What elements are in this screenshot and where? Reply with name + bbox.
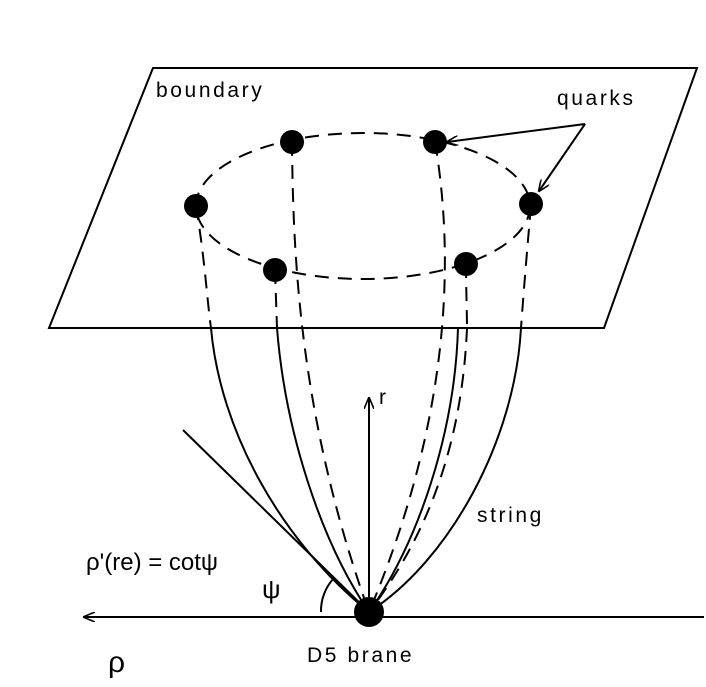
boundary-plane	[47, 67, 699, 329]
string-label: string	[477, 504, 544, 527]
string-inner-right	[368, 327, 459, 613]
hidden-strings	[195, 141, 532, 613]
rho-axis-label: ρ	[108, 646, 125, 679]
quarks-arrow-lower	[539, 123, 586, 191]
quark-dot	[184, 194, 208, 218]
dashed-string-back-right	[368, 141, 446, 613]
quarks	[184, 130, 543, 282]
condition-label: ρ'(re) = cotψ	[86, 549, 218, 576]
boundary-label: boundary	[156, 79, 264, 102]
d5-brane-dot	[354, 597, 384, 627]
dashed-string-right-under	[520, 205, 532, 329]
quarks-label: quarks	[557, 87, 636, 110]
tangent-line	[182, 429, 370, 613]
quark-dot	[519, 192, 543, 216]
r-axis-label: r	[379, 386, 386, 409]
string-outer-right	[368, 327, 522, 613]
dashed-string-front-right-below	[368, 327, 468, 613]
quarks-arrow-upper	[447, 123, 586, 142]
quark-dot	[423, 130, 447, 154]
quark-dot	[263, 258, 287, 282]
d5-brane-label: D5 brane	[307, 644, 414, 667]
string-outer-left	[210, 327, 370, 613]
quark-dot	[280, 130, 304, 154]
quark-ellipse	[195, 132, 531, 280]
visible-strings	[210, 327, 522, 613]
string-inner-left	[276, 327, 370, 613]
dashed-string-left-under	[195, 205, 212, 329]
dashed-string-back-left	[291, 141, 370, 613]
quark-dot	[454, 252, 478, 276]
angle-label: ψ	[262, 574, 281, 604]
angle-arc	[319, 577, 335, 613]
